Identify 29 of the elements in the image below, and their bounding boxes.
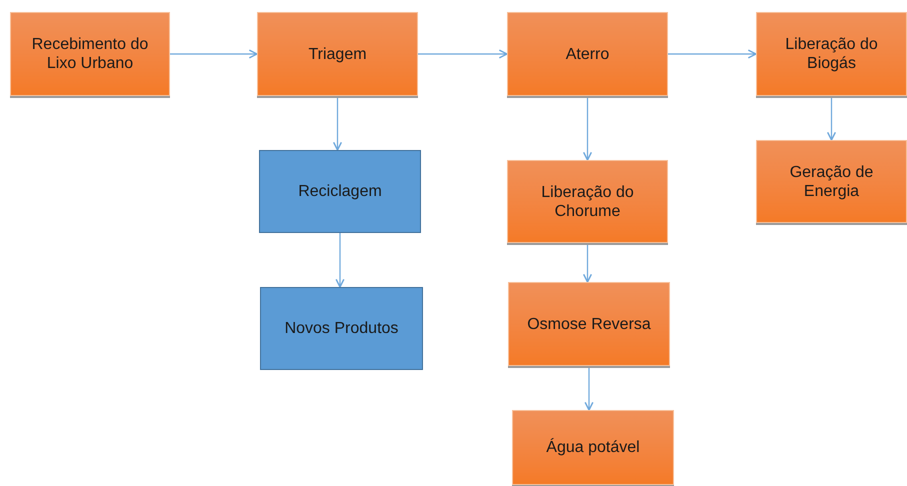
process-box: [507, 160, 668, 243]
arrow: [582, 96, 592, 161]
box-label: Reciclagem: [298, 182, 382, 201]
process-box: [257, 12, 418, 96]
process-box: [508, 282, 670, 366]
arrow: [335, 233, 345, 288]
arrow: [170, 49, 258, 59]
arrow: [584, 366, 594, 411]
box-label: Novos Produtos: [284, 319, 398, 338]
box-label: Osmose Reversa: [527, 314, 651, 334]
box-label: Geração de Energia: [788, 162, 874, 200]
process-box: [507, 12, 668, 96]
process-box: [756, 12, 907, 96]
process-box: [756, 140, 907, 223]
arrow: [826, 96, 836, 141]
box-label: Água potável: [546, 438, 640, 457]
process-box: [260, 287, 423, 370]
box-label: Liberação do Chorume: [540, 182, 635, 220]
box-label: Liberação do Biogás: [784, 35, 879, 73]
arrow: [418, 49, 508, 59]
arrow: [668, 49, 757, 59]
box-label: Aterro: [566, 44, 610, 64]
process-box: [10, 12, 170, 96]
box-label: Recebimento do Lixo Urbano: [30, 35, 150, 73]
process-box: [259, 150, 421, 233]
process-box: [512, 410, 674, 485]
arrow: [582, 243, 592, 283]
arrow: [332, 96, 342, 151]
box-label: Triagem: [308, 44, 367, 64]
